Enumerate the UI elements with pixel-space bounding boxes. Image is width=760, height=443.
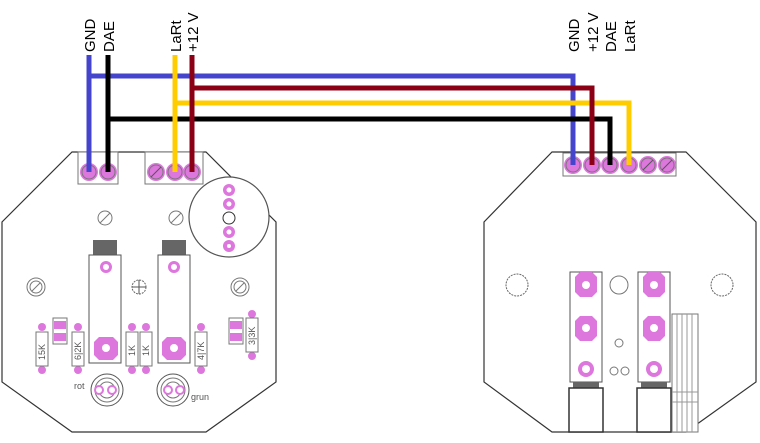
led-grun: grun — [156, 373, 209, 407]
led-rot: rot — [74, 373, 124, 407]
label-lart-right: LaRt — [622, 19, 639, 52]
label-gnd-right: GND — [566, 19, 583, 53]
mounting-hole — [505, 273, 529, 297]
mounting-screw — [230, 277, 250, 297]
right-relay-1 — [568, 271, 604, 433]
resistor-label: 1K — [141, 345, 151, 356]
right-wire-labels: GND +12 V DAE LaRt — [566, 12, 639, 52]
mounting-screw — [168, 210, 184, 226]
right-relay-2 — [636, 271, 672, 433]
wires — [86, 55, 632, 172]
capacitor — [52, 317, 68, 345]
resistor-3k3: 3|3K — [245, 310, 259, 360]
label-12v-left: +12 V — [185, 12, 202, 52]
resistor-4k7: 4|7K — [194, 323, 208, 374]
label-dae-right: DAE — [603, 21, 620, 52]
resistor-label: 4|7K — [196, 342, 206, 360]
mounting-hole — [710, 273, 734, 297]
label-12v-right: +12 V — [585, 12, 602, 52]
round-connector — [188, 176, 270, 258]
capacitor — [228, 317, 244, 345]
resistor-6k2: 6|2K — [71, 323, 85, 374]
resistor-1k: 1K — [139, 323, 153, 374]
led-label-grun: grun — [191, 392, 209, 402]
resistor-label: 6|2K — [73, 342, 83, 360]
resistor-1k: 1K — [125, 323, 139, 374]
label-dae-left: DAE — [101, 21, 118, 52]
resistor-label: 3|3K — [247, 327, 257, 345]
left-wire-labels: GND DAE LaRt +12 V — [82, 12, 202, 52]
label-gnd-left: GND — [82, 19, 99, 53]
center-screw — [131, 279, 147, 295]
resistor-label: 15K — [37, 344, 47, 360]
resistor-label: 1K — [127, 345, 137, 356]
mounting-hole — [609, 275, 629, 295]
wire-gnd — [86, 55, 576, 172]
left-relay-1 — [88, 240, 122, 364]
resistor-15k: 15K — [35, 323, 49, 374]
component-table — [671, 313, 699, 433]
wire-lart — [172, 55, 632, 172]
right-board — [483, 151, 757, 433]
left-relay-2 — [157, 240, 191, 364]
mounting-screw — [97, 210, 113, 226]
wire-dae — [105, 55, 613, 172]
wire-12v — [189, 55, 595, 172]
mounting-screw — [26, 277, 46, 297]
left-board: 15K 6|2K 1K 1K 4|7K 3|3K rot grun — [1, 151, 277, 433]
label-lart-left: LaRt — [168, 19, 185, 52]
led-label-rot: rot — [74, 381, 85, 391]
